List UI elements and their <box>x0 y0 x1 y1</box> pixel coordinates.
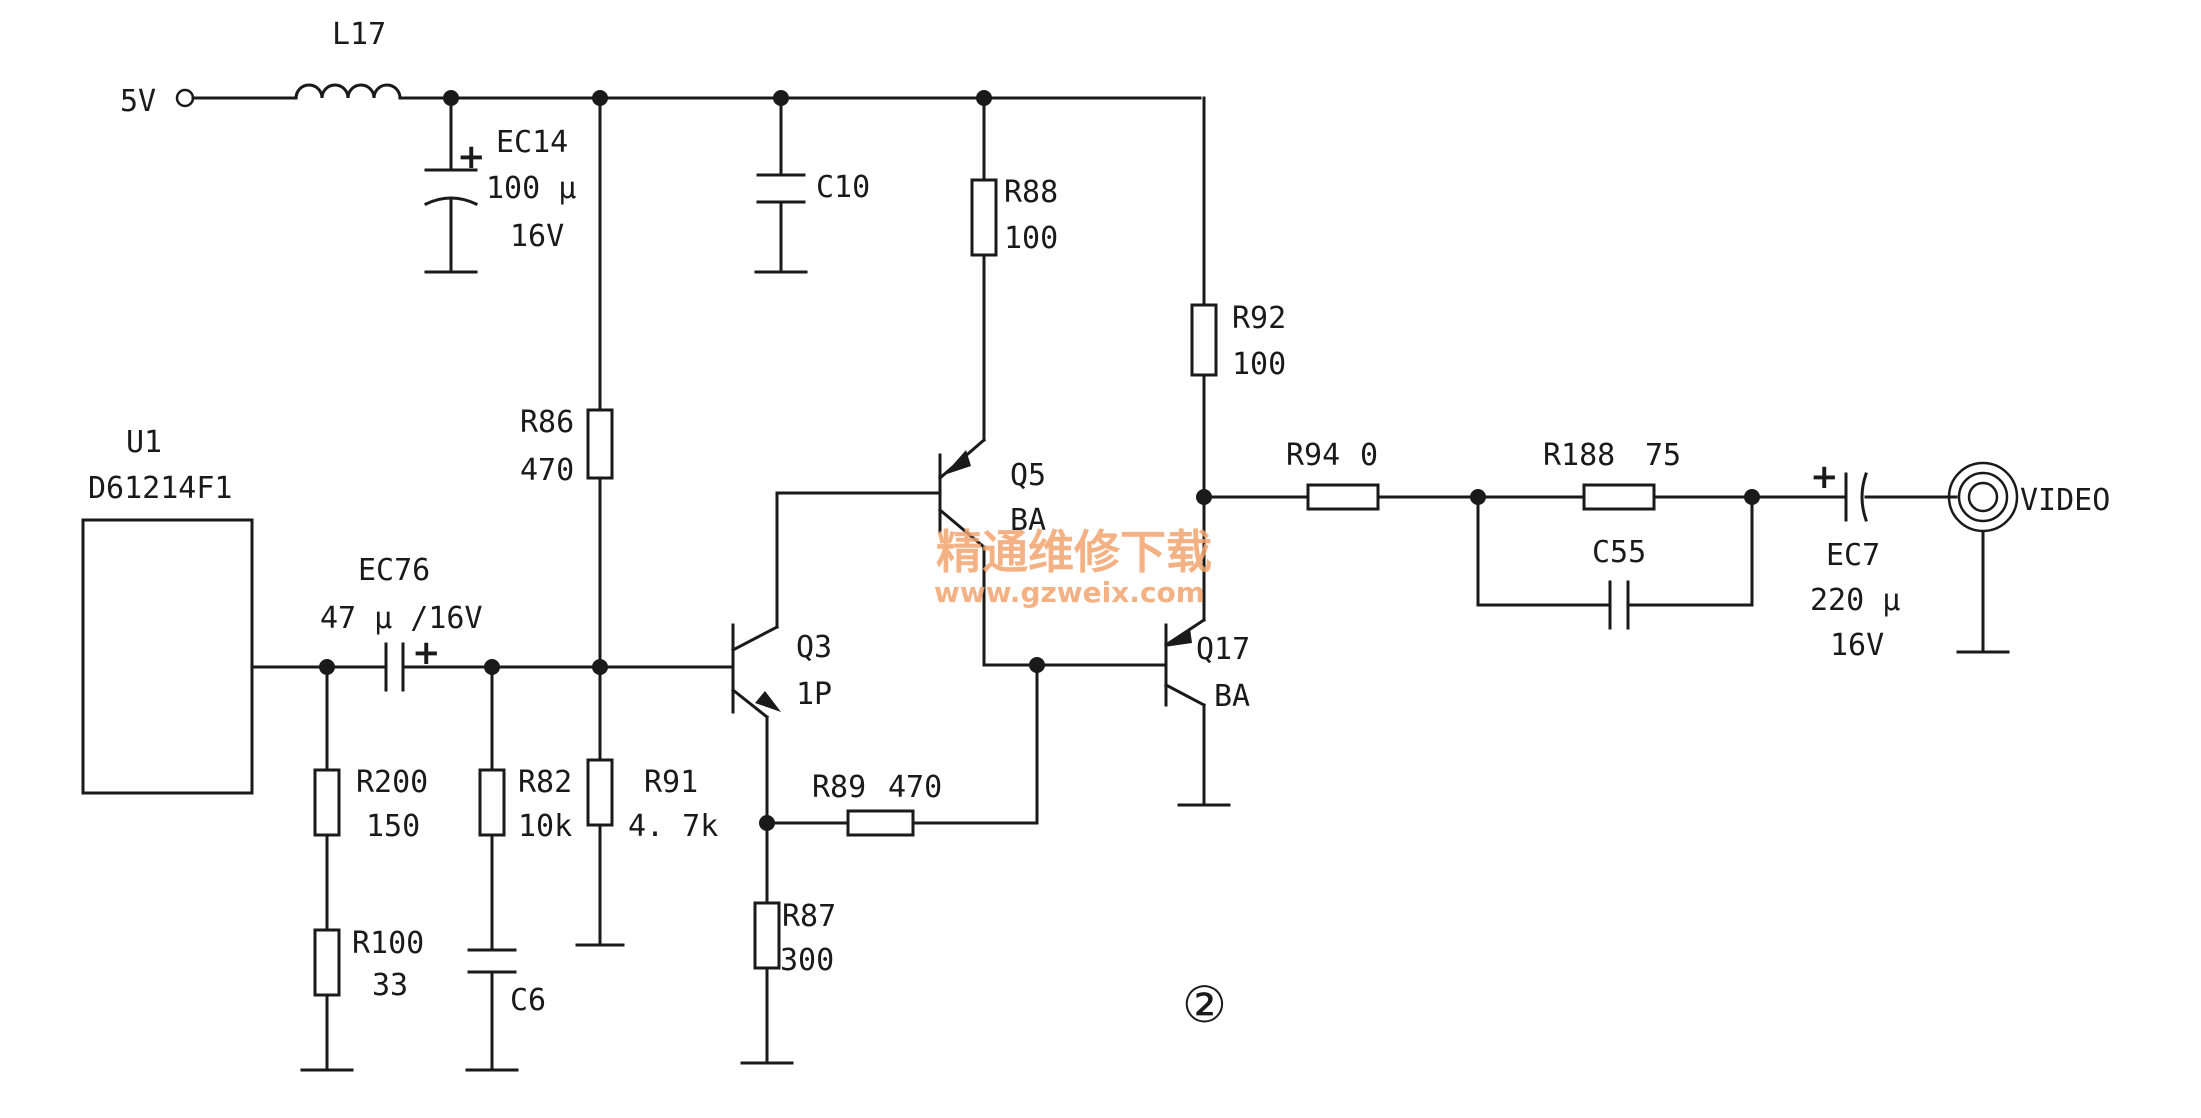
resistor-R87: R87 300 <box>753 899 836 978</box>
EC7-ref: EC7 <box>1826 538 1880 573</box>
R87-value: 300 <box>780 943 834 978</box>
R89-ref: R89 <box>812 770 866 805</box>
R82-value: 10k <box>518 809 572 844</box>
resistor-R92: R92 100 <box>1190 301 1286 382</box>
EC76-plus: + <box>412 633 441 673</box>
supply-5v: 5V <box>120 84 195 119</box>
EC14-rating: 16V <box>510 219 564 254</box>
R200-value: 150 <box>366 809 420 844</box>
L17-ref: L17 <box>332 17 386 52</box>
junction-dots <box>319 90 1760 831</box>
Q17-type: BA <box>1214 679 1250 714</box>
Q3-ref: Q3 <box>796 630 832 665</box>
resistor-R200: R200 150 <box>313 765 428 844</box>
R91-value: 4. 7k <box>628 809 718 844</box>
resistor-R188: R188 75 <box>1543 438 1681 511</box>
U1-ref: U1 <box>126 425 162 460</box>
capacitor-C55: C55 <box>1592 535 1646 630</box>
R87-ref: R87 <box>782 899 836 934</box>
resistor-R82: R82 10k <box>478 765 572 844</box>
R92-value: 100 <box>1232 347 1286 382</box>
EC14-plus: + <box>457 137 486 177</box>
EC76-value: 47 µ /16V <box>320 601 483 636</box>
resistor-R94: R94 0 <box>1286 438 1380 511</box>
R92-ref: R92 <box>1232 301 1286 336</box>
Q5-ref: Q5 <box>1010 458 1046 493</box>
R82-ref: R82 <box>518 765 572 800</box>
R94-ref: R94 <box>1286 438 1340 473</box>
R100-ref: R100 <box>352 926 424 961</box>
watermark-url: www.gzweix.com <box>934 576 1205 609</box>
EC7-rating: 16V <box>1830 628 1884 663</box>
EC7-plus: + <box>1810 457 1839 497</box>
R89-value: 470 <box>888 770 942 805</box>
resistor-R89: R89 470 <box>812 770 942 837</box>
transistor-Q5: Q5 BA <box>937 437 1046 550</box>
Q17-ref: Q17 <box>1196 632 1250 667</box>
capacitor-C10: C10 <box>756 170 870 205</box>
resistor-R88: R88 100 <box>970 175 1058 257</box>
resistor-R91: R91 4. 7k <box>586 758 718 844</box>
C55-ref: C55 <box>1592 535 1646 570</box>
Q5-type: BA <box>1010 503 1046 538</box>
transistor-Q17: Q17 BA <box>1163 617 1250 714</box>
Q3-type: 1P <box>796 677 832 712</box>
figure-number: ② <box>1182 976 1227 1034</box>
R94-value: 0 <box>1360 438 1378 473</box>
R188-value: 75 <box>1645 438 1681 473</box>
capacitor-EC7: + EC7 220 µ 16V <box>1810 457 1900 663</box>
R86-ref: R86 <box>520 405 574 440</box>
C6-ref: C6 <box>510 983 546 1018</box>
supply-label: 5V <box>120 84 156 119</box>
R188-ref: R188 <box>1543 438 1615 473</box>
EC7-value: 220 µ <box>1810 583 1900 618</box>
video-label: VIDEO <box>2020 483 2110 518</box>
U1-part: D61214F1 <box>88 471 233 506</box>
C10-ref: C10 <box>816 170 870 205</box>
watermark: 精通维修下载 www.gzweix.com <box>934 525 1212 609</box>
R91-ref: R91 <box>644 765 698 800</box>
R88-ref: R88 <box>1004 175 1058 210</box>
EC14-value: 100 µ <box>486 171 576 206</box>
R86-value: 470 <box>520 453 574 488</box>
capacitor-C6: C6 <box>467 948 546 1018</box>
transistor-Q3: Q3 1P <box>730 623 832 720</box>
resistor-R86: R86 470 <box>520 405 614 488</box>
video-connector: VIDEO <box>1947 461 2110 533</box>
resistor-R100: R100 33 <box>313 926 424 1003</box>
ic-U1: U1 D61214F1 <box>81 425 254 795</box>
R100-value: 33 <box>372 968 408 1003</box>
capacitor-EC14: + EC14 100 µ 16V <box>423 125 576 254</box>
EC14-ref: EC14 <box>496 125 568 160</box>
inductor-L17: L17 <box>294 17 415 100</box>
R88-value: 100 <box>1004 221 1058 256</box>
watermark-title: 精通维修下载 <box>936 525 1212 579</box>
EC76-ref: EC76 <box>358 553 430 588</box>
capacitor-EC76: + EC76 47 µ /16V <box>320 553 483 692</box>
R200-ref: R200 <box>356 765 428 800</box>
